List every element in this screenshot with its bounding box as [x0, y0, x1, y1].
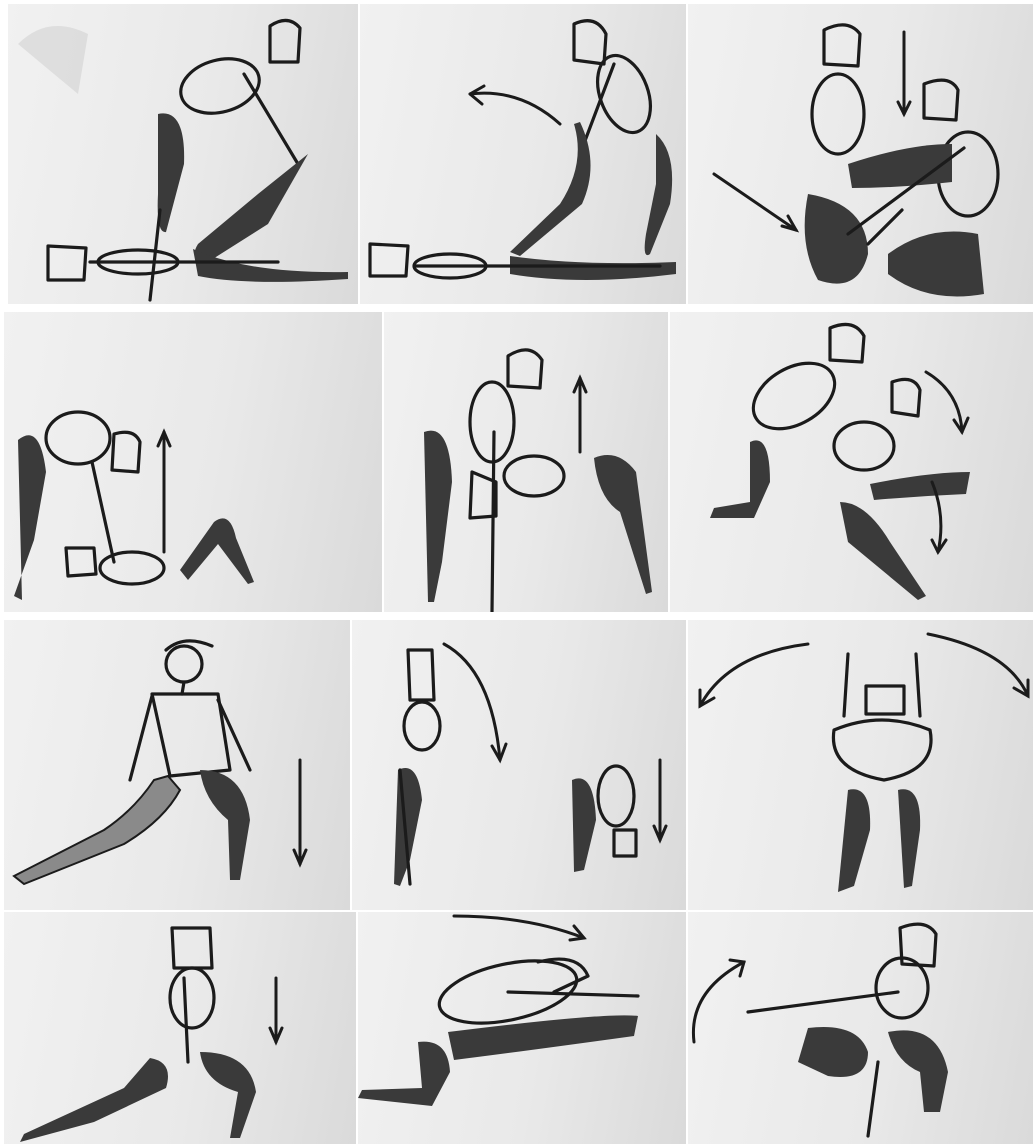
- panel-kneeling-to-lying: [670, 312, 1033, 612]
- panel-seated-lean-back: [360, 4, 686, 304]
- panel-standing-bend-sequence: [352, 620, 686, 910]
- panel-kneeling-forward-reach: [358, 912, 686, 1144]
- panel-standing-front-twist: [688, 620, 1033, 910]
- figure-standing-bend-sequence: [352, 620, 686, 910]
- figure-squat-arm-reach: [688, 912, 1033, 1144]
- panel-squat-arm-reach: [688, 912, 1033, 1144]
- panel-kneeling-lunge-stretch: [8, 4, 358, 304]
- figure-standing-front-twist: [688, 620, 1033, 910]
- figure-side-lunge-squat: [4, 620, 350, 910]
- figure-kneeling-to-lying: [670, 312, 1033, 612]
- figure-kneeling-forward-reach: [358, 912, 686, 1144]
- panel-side-lunge-squat: [4, 620, 350, 910]
- figure-kneeling-lunge: [8, 4, 358, 304]
- figure-kneeling-forward-fold: [688, 4, 1033, 304]
- figure-side-lunge: [4, 912, 356, 1144]
- panel-standing-forward-bend: [384, 312, 668, 612]
- figure-standing-forward-bend: [384, 312, 668, 612]
- panel-wide-stance-forward-bend: [4, 312, 382, 612]
- panel-kneeling-forward-fold: [688, 4, 1033, 304]
- panel-side-lunge: [4, 912, 356, 1144]
- figure-wide-stance-bend: [4, 312, 382, 612]
- figure-seated-lean-back: [360, 4, 686, 304]
